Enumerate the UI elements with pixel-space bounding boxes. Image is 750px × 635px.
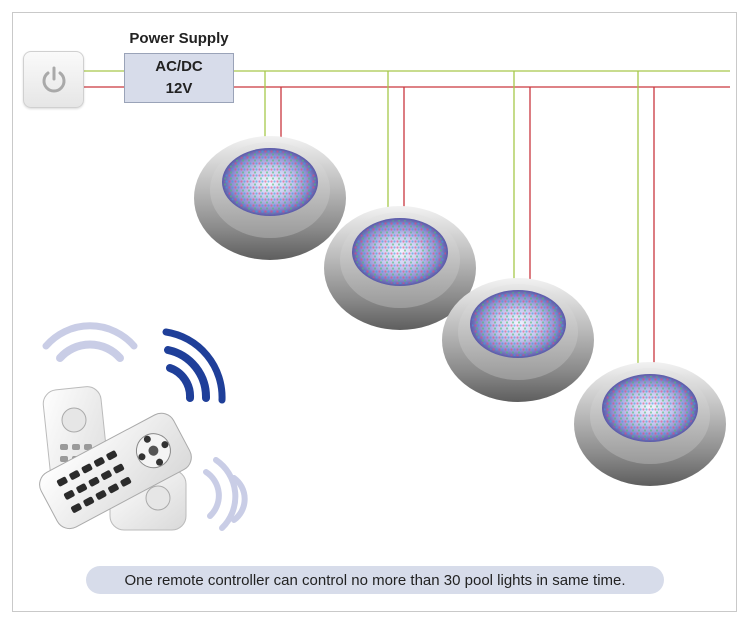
pool-light-icon [574,362,726,486]
power-supply-voltage: 12V [166,78,193,100]
pool-light-icon [194,136,346,260]
pool-light-icon [442,278,594,402]
power-supply-type: AC/DC [155,56,203,78]
power-supply-title: Power Supply [124,30,234,47]
power-supply-box: AC/DC 12V [124,53,234,103]
caption-note: One remote controller can control no mor… [86,566,664,594]
wireless-signal-icon [166,332,222,400]
wireless-signal-icon [206,460,245,528]
power-button[interactable] [23,51,84,108]
power-icon [40,66,68,94]
wireless-signal-icon [46,326,134,358]
